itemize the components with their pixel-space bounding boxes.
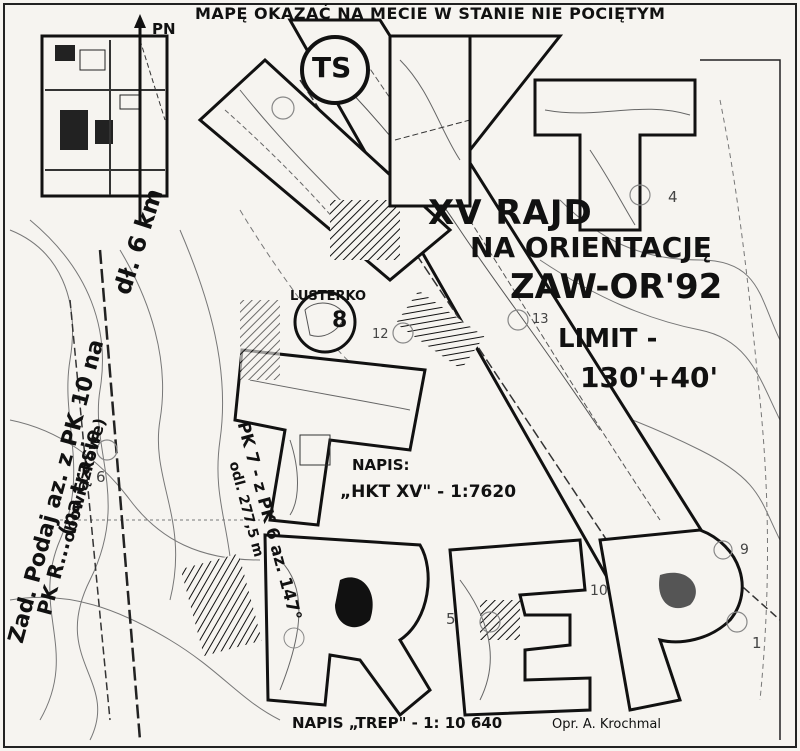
upper-piece — [197, 57, 453, 282]
letter-r — [263, 533, 432, 718]
north-arrow — [134, 14, 146, 225]
checkpoint-circles — [96, 96, 748, 633]
event-subtitle: NA ORIENTACJĘ — [470, 231, 712, 264]
mirror-label: LUSTERKO — [290, 289, 367, 304]
background-map — [9, 209, 421, 741]
event-name: ZAW-OR'92 — [510, 267, 723, 307]
checkpoint-13: 13 — [532, 312, 549, 327]
inscription-hkt-scale: „HKT XV" - 1:7620 — [340, 482, 517, 502]
letter-t — [533, 78, 697, 232]
header-notice: MAPĘ OKAZAĆ NA MECIE W STANIE NIE POCIĘT… — [195, 4, 666, 23]
checkpoint-12: 12 — [372, 327, 389, 342]
checkpoint-10: 10 — [590, 583, 608, 599]
checkpoint-1: 1 — [752, 634, 762, 652]
limit-value: 130'+40' — [580, 361, 719, 394]
north-label: PN — [152, 20, 176, 38]
checkpoint-6: 6 — [96, 468, 106, 486]
letter-e — [448, 538, 592, 717]
letter-h — [40, 34, 169, 198]
limit-label: LIMIT - — [558, 324, 658, 354]
ts-badge-text: TS — [312, 51, 352, 84]
letter-t-middle — [233, 348, 427, 527]
marsh-area-2 — [240, 300, 280, 380]
event-edition: XV RAJD — [428, 193, 593, 233]
author-credit: Opr. A. Krochmal — [552, 717, 661, 732]
mirror-number: 8 — [332, 308, 348, 333]
inscription-trep: NAPIS „TREP" - 1: 10 640 — [292, 714, 503, 732]
checkpoint-9: 9 — [740, 542, 749, 558]
page-frame — [3, 3, 797, 748]
checkpoint-4: 4 — [668, 188, 678, 206]
letter-k-stem — [388, 34, 564, 208]
inscription-hkt-label: NAPIS: — [352, 456, 410, 474]
mirror-badge — [293, 290, 357, 354]
ts-badge — [300, 35, 370, 105]
letter-p — [598, 528, 744, 712]
marsh-area — [180, 553, 262, 657]
checkpoint-5: 5 — [446, 610, 456, 628]
